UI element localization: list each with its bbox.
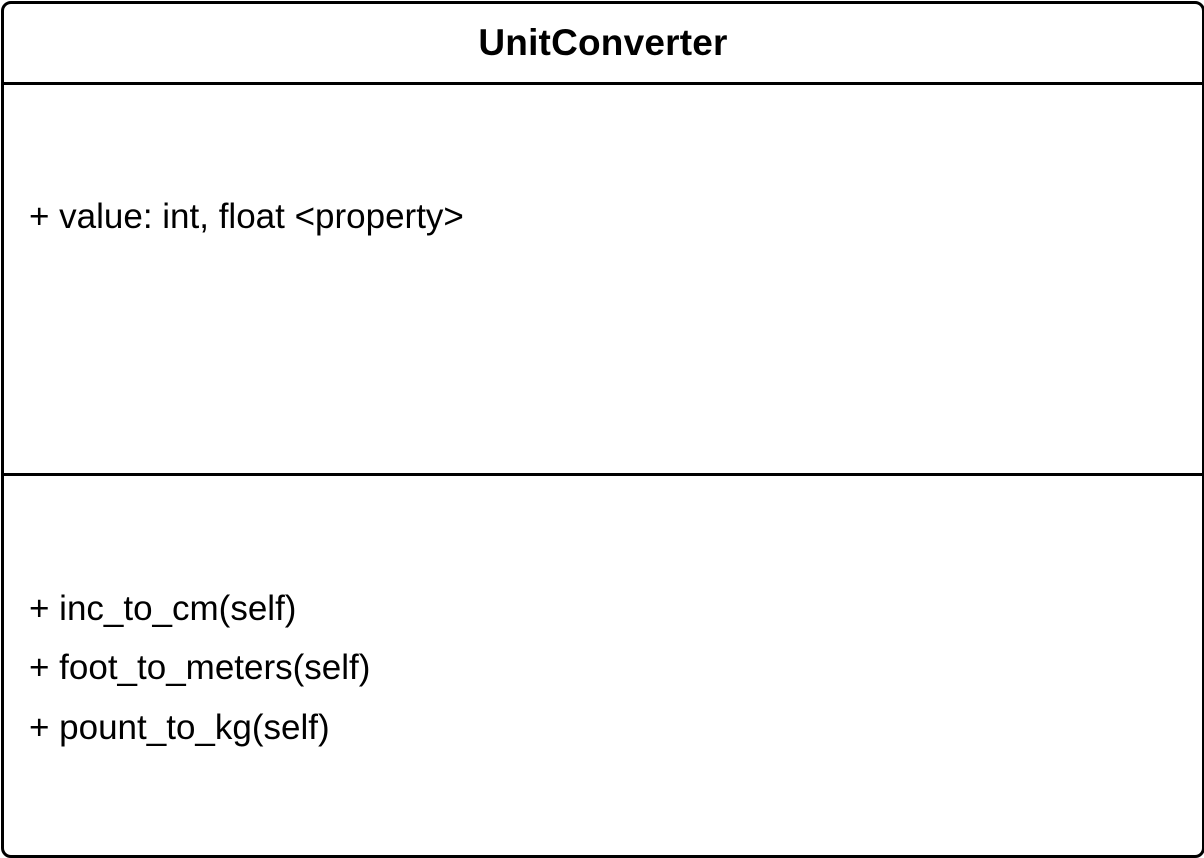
attributes-section: + value: int, float <property> [4, 85, 1202, 476]
method-pount-to-kg: + pount_to_kg(self) [29, 708, 330, 747]
method-inc-to-cm: + inc_to_cm(self) [29, 589, 297, 628]
attribute-value: + value: int, float <property> [29, 197, 464, 236]
class-name: UnitConverter [478, 22, 728, 63]
class-header: UnitConverter [4, 4, 1202, 85]
method-foot-to-meters: + foot_to_meters(self) [29, 648, 371, 687]
methods-section: + inc_to_cm(self) + foot_to_meters(self)… [4, 476, 1202, 855]
